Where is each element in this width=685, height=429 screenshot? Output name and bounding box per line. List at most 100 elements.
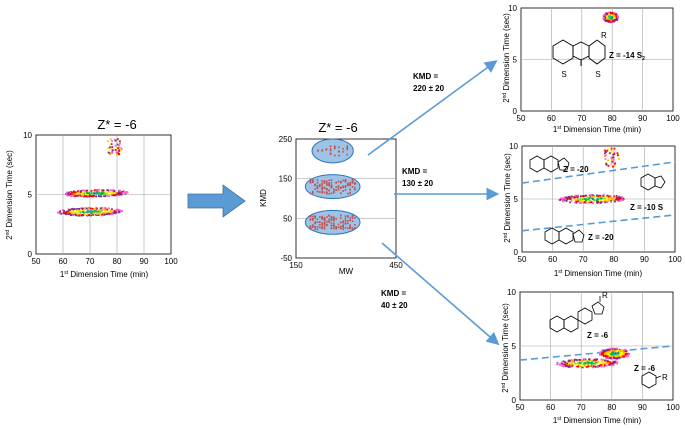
kmd-point bbox=[340, 227, 342, 230]
lower-aromatic-structure-icon bbox=[544, 227, 585, 245]
gcxgc-point bbox=[85, 194, 88, 196]
gcxgc-point bbox=[107, 210, 110, 213]
x-tick-label: 100 bbox=[666, 114, 680, 123]
alkylbenzene-structure-icon bbox=[641, 371, 662, 389]
gcxgc-point bbox=[611, 20, 614, 22]
gcxgc-point bbox=[574, 194, 577, 197]
gcxgc-point bbox=[93, 211, 96, 214]
gcxgc-point bbox=[563, 365, 566, 368]
gcxgc-point bbox=[603, 354, 606, 357]
gcxgc-point bbox=[109, 146, 111, 149]
gcxgc-point bbox=[83, 213, 86, 215]
gcxgc-point bbox=[68, 193, 71, 196]
kmd-point bbox=[333, 227, 335, 230]
gcxgc-point bbox=[575, 364, 578, 367]
gcxgc-point bbox=[611, 364, 613, 367]
x-tick-label: 100 bbox=[666, 403, 680, 412]
kmd-bot-label-line2: 40 ± 20 bbox=[381, 301, 408, 310]
gcxgc-point bbox=[618, 352, 621, 355]
gcxgc-point bbox=[607, 195, 610, 198]
gcxgc-point bbox=[120, 146, 122, 149]
gcxgc-point bbox=[72, 195, 75, 197]
gcxgc-point bbox=[608, 14, 610, 17]
gcxgc-point bbox=[589, 200, 591, 202]
gcxgc-point bbox=[574, 198, 577, 201]
steroid-structure-icon bbox=[549, 296, 605, 333]
gcxgc-point bbox=[602, 15, 605, 17]
gcxgc-point bbox=[72, 212, 74, 215]
gcxgc-point bbox=[111, 189, 114, 192]
kmd-point bbox=[330, 217, 333, 219]
gcxgc-point bbox=[94, 212, 97, 215]
gcxgc-point bbox=[609, 363, 611, 366]
x-tick-label: 80 bbox=[609, 255, 618, 264]
gcxgc-point bbox=[583, 198, 586, 200]
gcxgc-point bbox=[606, 194, 609, 197]
gcxgc-point bbox=[611, 353, 613, 356]
gcxgc-point bbox=[85, 207, 88, 210]
gcxgc-point bbox=[72, 190, 75, 193]
kmd-point bbox=[342, 150, 344, 153]
gcxgc-point bbox=[619, 199, 622, 202]
gcxgc-point bbox=[611, 352, 613, 354]
x-tick-label: 60 bbox=[59, 257, 68, 266]
kmd-point bbox=[328, 220, 330, 222]
gcxgc-point bbox=[95, 194, 98, 197]
kmd-point bbox=[344, 189, 347, 191]
gcxgc-point bbox=[588, 194, 591, 197]
gcxgc-point bbox=[617, 198, 620, 200]
gcxgc-point bbox=[105, 193, 108, 195]
kmd-point bbox=[326, 180, 328, 183]
gcxgc-point bbox=[607, 363, 610, 366]
kmd-point bbox=[347, 227, 349, 230]
kmd-point bbox=[344, 221, 347, 224]
gcxgc-point bbox=[625, 350, 627, 353]
gcxgc-point bbox=[589, 360, 592, 363]
gcxgc-point bbox=[116, 192, 118, 195]
kmd-group-ellipse bbox=[311, 138, 354, 164]
gcxgc-point bbox=[82, 191, 84, 193]
kmd-point bbox=[316, 228, 319, 231]
kmd-point bbox=[354, 188, 356, 191]
gcxgc-point bbox=[82, 210, 84, 213]
gcxgc-point bbox=[599, 201, 602, 204]
kmd-point bbox=[342, 148, 344, 150]
gcxgc-point bbox=[602, 349, 605, 352]
gcxgc-point bbox=[592, 198, 594, 200]
gcxgc-point bbox=[90, 192, 93, 194]
gcxgc-point bbox=[581, 361, 584, 363]
gcxgc-point bbox=[580, 195, 583, 198]
gcxgc-point bbox=[99, 195, 101, 198]
gcxgc-point bbox=[569, 196, 572, 199]
gcxgc-point bbox=[615, 347, 618, 350]
gcxgc-point bbox=[103, 193, 106, 196]
gcxgc-point bbox=[597, 195, 600, 197]
gcxgc-point bbox=[595, 359, 597, 362]
y-tick-label: 0 bbox=[28, 250, 33, 259]
kmd-point bbox=[326, 224, 328, 227]
gcxgc-point bbox=[113, 192, 116, 195]
gcxgc-point bbox=[61, 209, 64, 211]
gcxgc-point bbox=[618, 348, 621, 351]
gcxgc-point bbox=[619, 350, 622, 353]
left-y-axis-label: 2nd Dimension Time (sec) bbox=[5, 150, 14, 240]
gcxgc-point bbox=[616, 152, 619, 155]
gcxgc-point bbox=[81, 194, 84, 197]
gcxgc-point bbox=[114, 191, 117, 194]
gcxgc-point bbox=[611, 12, 614, 15]
gcxgc-point bbox=[578, 359, 581, 361]
gcxgc-point bbox=[582, 360, 585, 363]
gcxgc-point bbox=[570, 198, 572, 200]
gcxgc-point bbox=[73, 208, 76, 210]
kmd-point bbox=[333, 222, 335, 225]
gcxgc-point bbox=[79, 214, 82, 217]
gcxgc-point bbox=[623, 351, 626, 354]
gcxgc-point bbox=[65, 193, 68, 196]
middle-data-points bbox=[309, 145, 356, 231]
gcxgc-point bbox=[606, 149, 609, 152]
gcxgc-point bbox=[116, 138, 119, 140]
gcxgc-point bbox=[610, 151, 613, 153]
gcxgc-point bbox=[595, 195, 598, 198]
kmd-point bbox=[328, 183, 330, 185]
